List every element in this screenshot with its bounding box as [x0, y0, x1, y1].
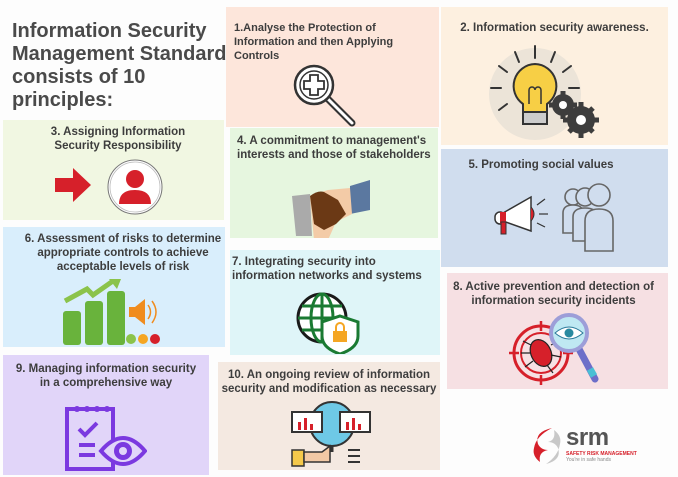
checklist-eye-icon	[65, 406, 147, 471]
principle-4-card: 4. A commitment to management's interest…	[230, 128, 438, 238]
principle-3-label: 3. Assigning Information Security Respon…	[50, 126, 186, 152]
principle-5-label: 5. Promoting social values	[468, 159, 614, 171]
principle-9-label: 9. Managing information security in a co…	[15, 363, 197, 389]
principle-10-card: 10. An ongoing review of information sec…	[218, 362, 440, 470]
principle-4-label: 4. A commitment to management's interest…	[237, 135, 431, 161]
handshake-icon	[292, 180, 370, 238]
principle-1-label: 1.Analyse the Protection of Information …	[234, 22, 394, 62]
principle-6-label: 6. Assessment of risks to determine appr…	[24, 233, 222, 273]
principle-7-label: 7. Integrating security into information…	[232, 256, 422, 282]
page-title: Information Security Management Standard…	[12, 20, 227, 111]
logo-subtitle: SAFETY RISK MANAGEMENT	[566, 451, 637, 457]
lightbulb-gears-icon	[489, 45, 599, 140]
review-analytics-icon	[291, 401, 371, 467]
srm-logo: srm SAFETY RISK MANAGEMENT You're in saf…	[528, 424, 638, 468]
principle-3-card: 3. Assigning Information Security Respon…	[3, 120, 224, 220]
globe-shield-lock-icon	[296, 292, 360, 354]
principle-5-card: 5. Promoting social values	[441, 149, 668, 267]
principle-6-card: 6. Assessment of risks to determine appr…	[3, 227, 225, 347]
srm-logo-mark-icon	[533, 428, 561, 464]
logo-name: srm	[566, 424, 609, 451]
growth-chart-risk-icon	[63, 279, 160, 345]
principle-9-card: 9. Managing information security in a co…	[3, 355, 209, 475]
people-group-icon	[562, 183, 614, 252]
principle-8-label: 8. Active prevention and detection of in…	[453, 281, 654, 307]
bug-target-eye-icon	[509, 313, 599, 385]
principle-8-card: 8. Active prevention and detection of in…	[447, 273, 668, 389]
logo-tagline: You're in safe hands	[566, 457, 611, 463]
person-icon	[107, 159, 163, 215]
principle-7-card: 7. Integrating security into information…	[230, 250, 440, 355]
principle-1-card: 1.Analyse the Protection of Information …	[226, 7, 439, 127]
principle-10-label: 10. An ongoing review of information sec…	[221, 369, 437, 395]
magnifier-plus-icon	[293, 64, 356, 127]
principle-2-label: 2. Information security awareness.	[460, 22, 649, 34]
arrow-icon	[55, 168, 91, 202]
principle-2-card: 2. Information security awareness.	[441, 7, 668, 145]
megaphone-icon	[494, 195, 548, 235]
